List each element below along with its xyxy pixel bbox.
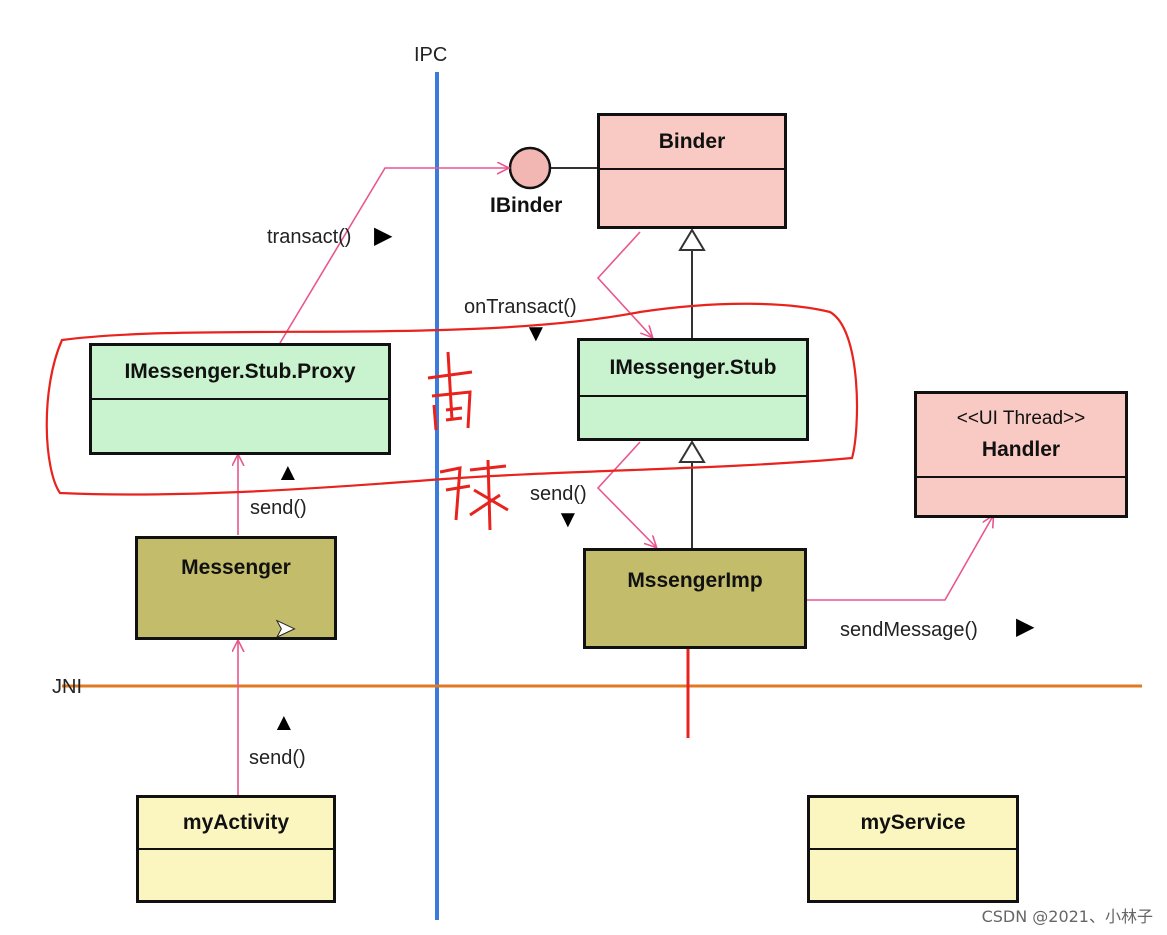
mouse-pointer-icon: ➤ bbox=[274, 613, 297, 643]
handler-stereotype: <<UI Thread>> bbox=[956, 408, 1086, 429]
ibinder-interface-icon bbox=[508, 146, 552, 190]
send-proxy-direction-icon: ▲ bbox=[276, 459, 300, 486]
csdn-watermark: CSDN @2021、小林子 bbox=[981, 907, 1153, 926]
send-stub-arrow bbox=[596, 441, 656, 547]
jni-label: JNI bbox=[52, 676, 82, 698]
send-proxy-label: send() bbox=[250, 497, 307, 519]
messenger-imp-class-name: MssengerImp bbox=[627, 569, 763, 593]
handler-class: <<UI Thread>> Handler bbox=[914, 391, 1128, 518]
ipc-label: IPC bbox=[414, 44, 448, 66]
transact-arrow bbox=[279, 168, 508, 344]
messenger-class: Messenger ➤ bbox=[135, 536, 337, 643]
annotation-enclosure-loop bbox=[45, 302, 859, 496]
handler-class-name: Handler bbox=[981, 437, 1061, 461]
binder-class: Binder bbox=[597, 113, 787, 229]
sendmessage-label: sendMessage() bbox=[840, 619, 978, 641]
ibinder-label: IBinder bbox=[490, 194, 563, 217]
proxy-class: IMessenger.Stub.Proxy bbox=[89, 343, 391, 455]
send-activity-label: send() bbox=[249, 747, 306, 769]
transact-direction-icon: ▶ bbox=[374, 222, 393, 249]
sendmessage-direction-icon: ▶ bbox=[1016, 613, 1035, 640]
proxy-class-name: IMessenger.Stub.Proxy bbox=[92, 346, 388, 400]
handler-class-header: <<UI Thread>> Handler bbox=[917, 394, 1125, 478]
ontransact-label: onTransact() bbox=[464, 296, 577, 318]
annotation-handwriting-1 bbox=[427, 351, 473, 431]
annotation-handwriting-2 bbox=[439, 459, 509, 531]
my-service-class-name: myService bbox=[810, 798, 1016, 850]
messenger-class-name: Messenger bbox=[181, 556, 291, 580]
inherit-imp-stub-arrowhead bbox=[678, 440, 706, 463]
send-stub-label: send() bbox=[530, 483, 587, 505]
sendmessage-arrow bbox=[807, 516, 993, 601]
stub-class: IMessenger.Stub bbox=[577, 338, 809, 441]
stub-class-name: IMessenger.Stub bbox=[580, 341, 806, 397]
inherit-stub-binder-arrowhead bbox=[678, 228, 706, 251]
messenger-imp-class: MssengerImp bbox=[583, 548, 807, 649]
my-activity-class: myActivity bbox=[136, 795, 336, 903]
send-stub-direction-icon: ▼ bbox=[556, 506, 580, 533]
ontransact-direction-icon: ▼ bbox=[524, 320, 548, 347]
my-service-class: myService bbox=[807, 795, 1019, 903]
send-activity-direction-icon: ▲ bbox=[272, 709, 296, 736]
ontransact-arrow bbox=[596, 231, 652, 337]
my-activity-class-name: myActivity bbox=[139, 798, 333, 850]
transact-label: transact() bbox=[267, 226, 352, 248]
binder-class-name: Binder bbox=[600, 116, 784, 170]
